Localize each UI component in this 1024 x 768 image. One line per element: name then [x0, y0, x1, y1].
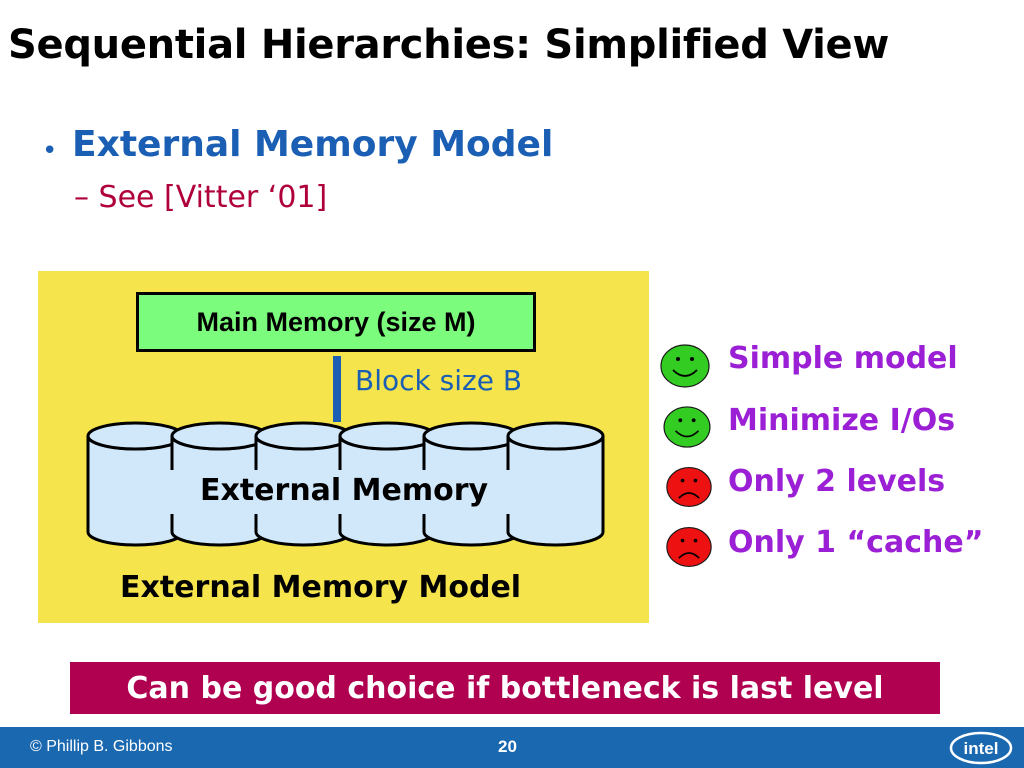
bullet-heading: External Memory Model [72, 124, 554, 165]
intel-logo-text: intel [964, 739, 999, 758]
footer-bar: © Phillip B. Gibbons 20 intel [0, 727, 1024, 768]
point-only-2-levels: Only 2 levels [728, 464, 946, 499]
point-simple-model: Simple model [728, 341, 958, 376]
smiley-face-icon [663, 406, 711, 448]
intel-logo: intel [949, 731, 1013, 765]
slide-title: Sequential Hierarchies: Simplified View [8, 22, 890, 68]
footer-author: © Phillip B. Gibbons [30, 738, 173, 755]
point-minimize-io: Minimize I/Os [728, 403, 956, 438]
conclusion-banner: Can be good choice if bottleneck is last… [70, 662, 940, 714]
main-memory-box: Main Memory (size M) [136, 292, 536, 352]
sub-bullet: – See [Vitter ‘01] [74, 180, 328, 215]
conclusion-text: Can be good choice if bottleneck is last… [126, 670, 884, 706]
external-memory-label: External Memory [200, 473, 489, 508]
frowny-face-icon [666, 527, 712, 567]
bullet-dot: • [42, 136, 58, 166]
block-size-label: Block size B [355, 364, 523, 397]
point-only-1-cache: Only 1 “cache” [728, 525, 984, 560]
frowny-face-icon [666, 467, 712, 507]
page-number: 20 [498, 737, 517, 756]
main-memory-label: Main Memory (size M) [196, 306, 476, 337]
smiley-face-icon [660, 344, 710, 388]
model-caption: External Memory Model [120, 570, 522, 605]
